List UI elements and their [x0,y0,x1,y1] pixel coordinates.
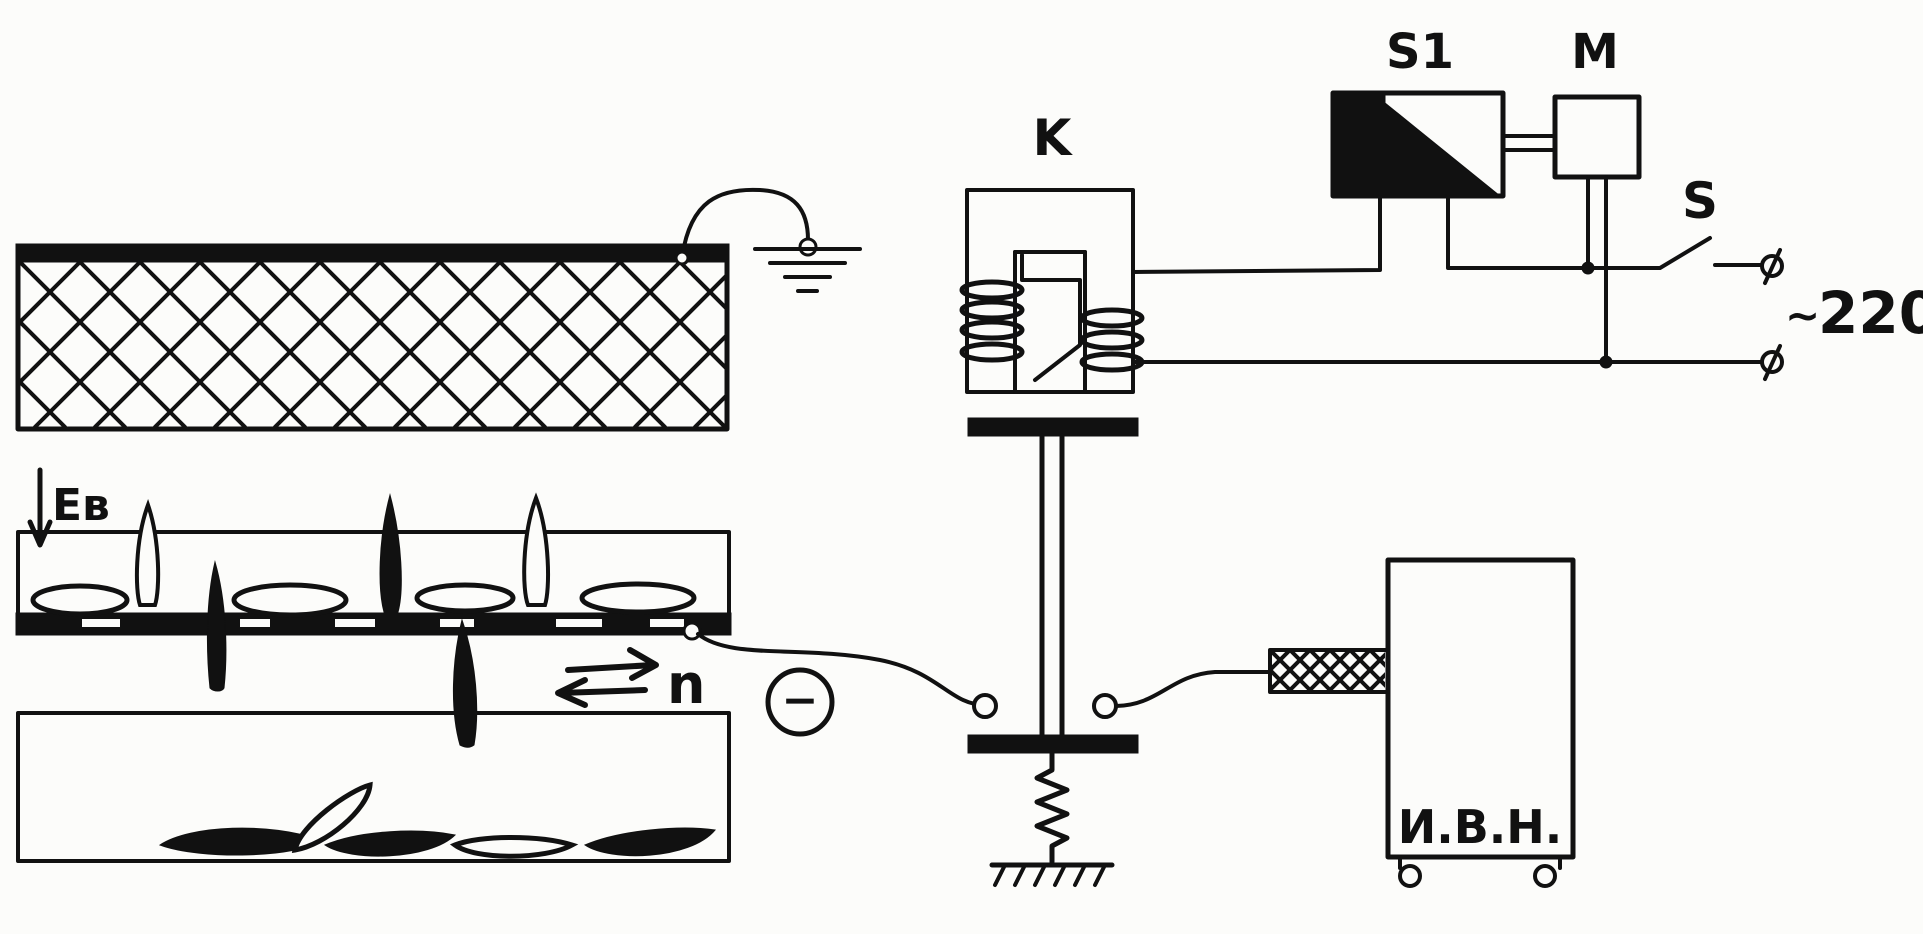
ground-icon [753,247,862,293]
direction-arrows: n [555,647,705,716]
collection-tray [16,711,731,863]
servo-motor: S1 M [1330,24,1642,362]
wheel-left [1398,864,1422,888]
ground-connection [674,187,862,293]
belt-wire [696,632,987,707]
coil-left [959,279,1025,363]
wiring [1131,194,1767,364]
supply-terminals: ~ 220 [1760,248,1923,381]
junction-bottom [1599,355,1613,369]
polarity-symbol: − [765,667,835,737]
direction-label: n [667,653,705,716]
hv-source-label: И.В.Н. [1398,800,1562,854]
supply-symbol: ~ [1785,291,1820,340]
conveyor-belt [15,492,732,748]
polarity-label: − [782,675,819,726]
switch-label: S [1682,172,1718,230]
hv-source: И.В.Н. [1268,557,1576,888]
coil-right [1079,307,1145,373]
contactor-label: K [1033,109,1074,167]
motor-label: M [1571,24,1619,80]
junction-top [1581,261,1595,275]
field-label: Eв [52,480,110,531]
field-indicator: Eв [27,467,110,548]
wheel-right [1533,864,1557,888]
mesh-electrode [15,243,730,432]
hv-wire [1114,670,1272,708]
contactor: K [959,109,1145,887]
servo-label: S1 [1386,24,1454,80]
supply-label: 220 [1818,279,1923,347]
